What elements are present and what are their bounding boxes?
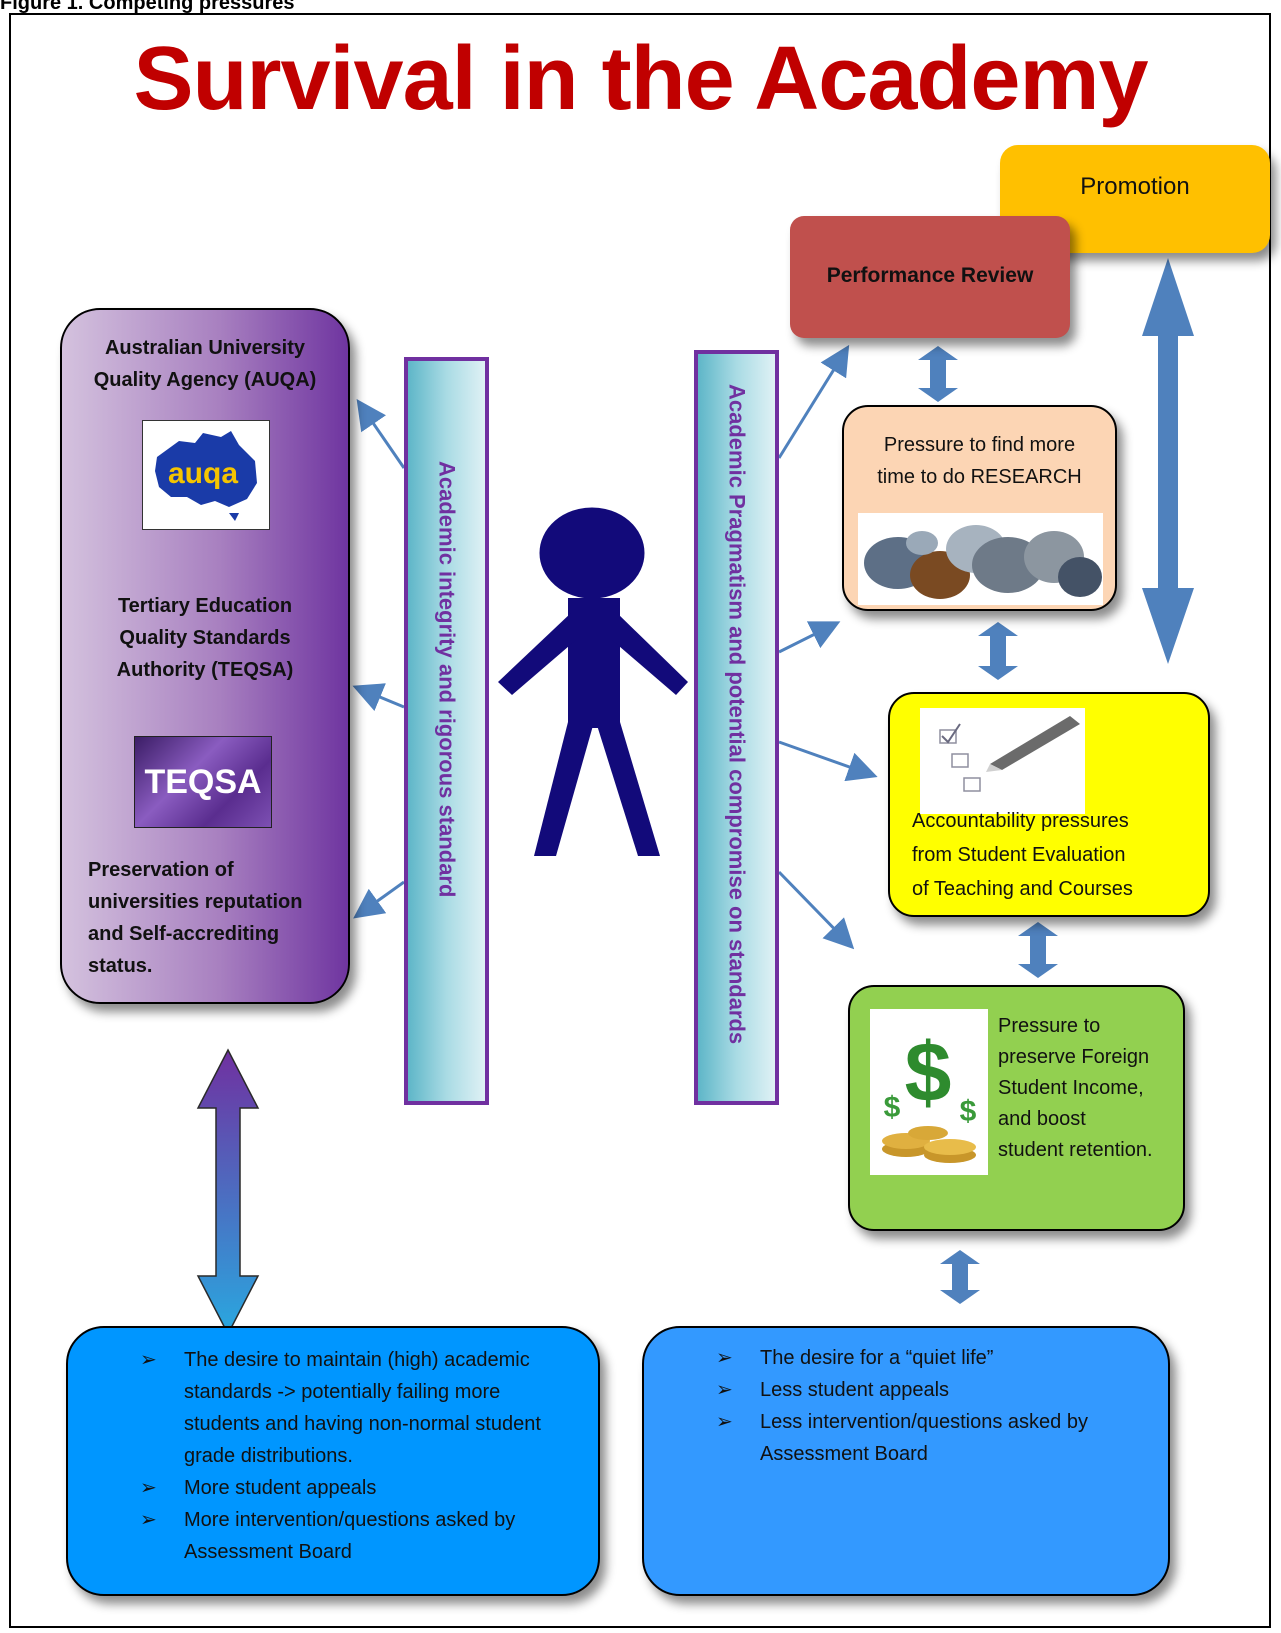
figure-caption: Figure 1. Competing pressures: [0, 0, 295, 14]
income-line5: student retention.: [998, 1139, 1153, 1161]
teqsa-title-line3: Authority (TEQSA): [116, 659, 294, 681]
list-item: ➢More intervention/questions asked by As…: [140, 1504, 560, 1568]
arrow-to-preservation: [353, 880, 405, 919]
arrow-to-performance: [777, 344, 850, 459]
income-line3: Student Income,: [998, 1077, 1144, 1099]
svg-text:$: $: [905, 1025, 952, 1119]
svg-text:$: $: [884, 1091, 901, 1124]
list-item: ➢The desire for a “quiet life”: [716, 1342, 1136, 1374]
income-label: Pressure to preserve Foreign Student Inc…: [998, 1011, 1177, 1166]
income-line4: and boost: [998, 1108, 1086, 1130]
list-item: ➢More student appeals: [140, 1472, 560, 1504]
arrow-to-auqa: [356, 399, 406, 469]
teqsa-title-line2: Quality Standards: [119, 627, 291, 649]
pragmatism-bar: Academic Pragmatism and potential compro…: [694, 350, 779, 1105]
high-standards-consequences-box: ➢The desire to maintain (high) academic …: [66, 1326, 600, 1596]
teqsa-logo-text: TEQSA: [144, 763, 262, 801]
double-arrow-accountability-income: [1018, 922, 1058, 978]
bullet-arrow-icon: ➢: [716, 1411, 733, 1433]
bullet-arrow-icon: ➢: [140, 1477, 157, 1499]
preservation-line2: universities reputation: [88, 891, 303, 913]
double-arrow-research-accountability: [978, 622, 1018, 680]
preservation-line1: Preservation of: [88, 859, 234, 881]
quality-agencies-panel: Australian University Quality Agency (AU…: [60, 308, 350, 1004]
auqa-logo-text: auqa: [168, 457, 238, 490]
performance-review-label: Performance Review: [826, 264, 1034, 287]
arrow-to-teqsa: [352, 683, 405, 712]
accountability-label: Accountability pressures from Student Ev…: [912, 804, 1198, 906]
bullet-arrow-icon: ➢: [140, 1349, 157, 1371]
double-arrow-income-bottom: [940, 1250, 980, 1304]
research-line1: Pressure to find more: [883, 434, 1076, 456]
page-title: Survival in the Academy: [133, 29, 1148, 129]
income-line1: Pressure to: [998, 1015, 1101, 1037]
list-item: ➢Less student appeals: [716, 1374, 1136, 1406]
research-pressure-box: Pressure to find more time to do RESEARC…: [842, 405, 1117, 611]
bullet-arrow-icon: ➢: [716, 1347, 733, 1369]
pragmatism-bar-label: Academic Pragmatism and potential compro…: [724, 384, 750, 1045]
preservation-line4: status.: [88, 955, 153, 977]
dollar-coins-image: $ $ $: [870, 1009, 988, 1175]
accountability-line2: from Student Evaluation: [912, 844, 1126, 866]
research-label: Pressure to find more time to do RESEARC…: [844, 429, 1115, 493]
arrow-to-research: [778, 621, 841, 654]
list-item: ➢The desire to maintain (high) academic …: [140, 1344, 560, 1472]
auqa-logo: auqa: [142, 420, 270, 530]
accountability-line3: of Teaching and Courses: [912, 878, 1133, 900]
bullet-arrow-icon: ➢: [140, 1509, 157, 1531]
double-arrow-review-research: [918, 346, 958, 402]
svg-text:$: $: [960, 1095, 977, 1128]
high-standards-list: ➢The desire to maintain (high) academic …: [140, 1344, 560, 1568]
teqsa-logo: TEQSA: [134, 736, 272, 828]
double-arrow-promotion-accountability: [1142, 258, 1194, 664]
list-item: ➢Less intervention/questions asked by As…: [716, 1406, 1136, 1470]
auqa-title-line2: Quality Agency (AUQA): [93, 369, 317, 391]
income-line2: preserve Foreign: [998, 1046, 1150, 1068]
income-pressure-box: $ $ $ Pressure to preserve Foreign Stude…: [848, 985, 1185, 1231]
accountability-box: Accountability pressures from Student Ev…: [888, 692, 1210, 917]
integrity-bar-label: Academic integrity and rigorous standard: [434, 461, 460, 898]
performance-review-box: Performance Review: [790, 216, 1070, 338]
bullet-arrow-icon: ➢: [716, 1379, 733, 1401]
quiet-life-consequences-box: ➢The desire for a “quiet life” ➢Less stu…: [642, 1326, 1170, 1596]
promotion-label: Promotion: [1080, 173, 1190, 200]
figure-frame: [9, 13, 1271, 1628]
arrow-to-accountability: [778, 740, 878, 782]
arrow-to-income: [777, 870, 855, 950]
double-arrow-left-panel-bottom: [196, 1048, 260, 1336]
preservation-text: Preservation of universities reputation …: [88, 854, 303, 982]
research-collage-image: [858, 513, 1103, 605]
research-line2: time to do RESEARCH: [877, 466, 1082, 488]
stick-figure-icon: [498, 507, 688, 856]
teqsa-title-line1: Tertiary Education: [117, 595, 293, 617]
auqa-title-line1: Australian University: [104, 337, 306, 359]
integrity-bar: Academic integrity and rigorous standard: [404, 357, 489, 1105]
quiet-life-list: ➢The desire for a “quiet life” ➢Less stu…: [716, 1342, 1136, 1470]
preservation-line3: and Self-accrediting: [88, 923, 280, 945]
checklist-image: [920, 708, 1085, 814]
accountability-line1: Accountability pressures: [912, 810, 1129, 832]
